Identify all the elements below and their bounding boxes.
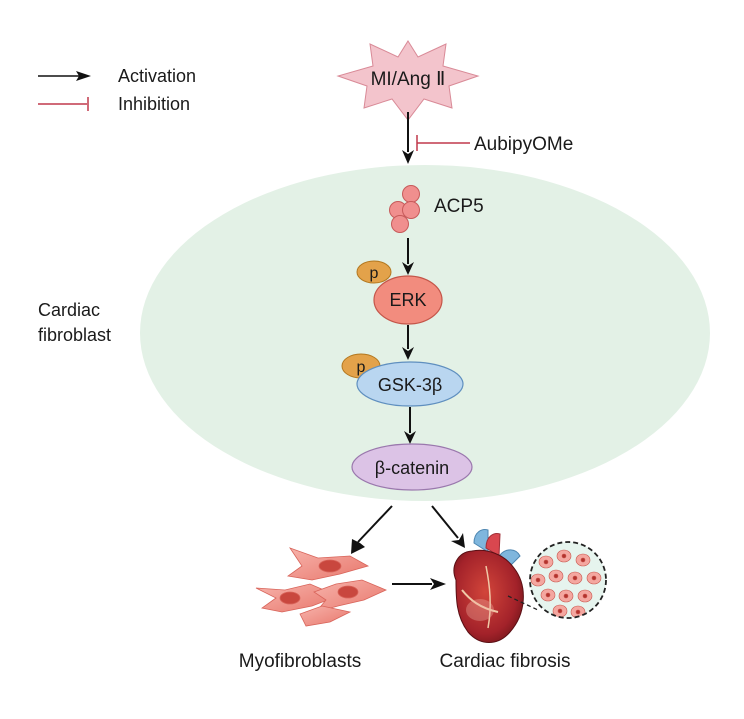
gsk-catenin-arrow-icon (404, 407, 416, 444)
acp5-erk-arrow-icon (402, 238, 414, 275)
erk-phospho-label: p (370, 265, 379, 282)
gsk-ellipse (356, 361, 464, 407)
heart-icon (453, 529, 524, 643)
legend: Activation Inhibition (38, 66, 196, 114)
activation-legend-arrow-icon (38, 71, 91, 81)
zoom-connector (507, 595, 539, 611)
erk-ellipse (373, 275, 443, 325)
inhibitor-label: AubipyOMe (474, 134, 573, 155)
catenin-myofibroblast-arrow-icon (351, 505, 393, 554)
acp5-molecule-icon (389, 185, 420, 233)
gsk-phospho-label: p (357, 359, 366, 376)
stimulus-starburst: MI/Ang Ⅱ (336, 40, 480, 121)
inhibition-legend-label: Inhibition (118, 94, 190, 114)
inhibitor: AubipyOMe (416, 134, 573, 155)
beta-catenin-node: β-catenin (351, 443, 473, 491)
stimulus-label: MI/Ang Ⅱ (371, 69, 446, 90)
stimulus-activation-arrow-icon (402, 112, 414, 164)
erk-node: p ERK (356, 260, 443, 325)
myofibroblasts-label: Myofibroblasts (239, 651, 362, 672)
gsk3b-node: p GSK-3β (341, 353, 464, 407)
cardiac-fibroblast-cell (140, 165, 710, 501)
catenin-label: β-catenin (375, 458, 449, 478)
fibrosis-tissue-inset-icon (529, 541, 607, 619)
myofibroblast-fibrosis-arrow-icon (392, 578, 446, 590)
gsk-label: GSK-3β (378, 375, 442, 395)
catenin-ellipse (351, 443, 473, 491)
myofibroblasts-icon (255, 547, 388, 627)
erk-gsk-arrow-icon (402, 325, 414, 360)
inhibition-legend-tbar-icon (38, 97, 89, 111)
activation-legend-label: Activation (118, 66, 196, 86)
acp5-label: ACP5 (434, 196, 484, 217)
erk-label: ERK (389, 290, 426, 310)
cell-label-line2: fibroblast (38, 325, 111, 345)
catenin-fibrosis-arrow-icon (431, 505, 465, 548)
cell-label-line1: Cardiac (38, 300, 100, 320)
fibrosis-label: Cardiac fibrosis (440, 651, 571, 672)
erk-phospho-badge (356, 260, 392, 284)
